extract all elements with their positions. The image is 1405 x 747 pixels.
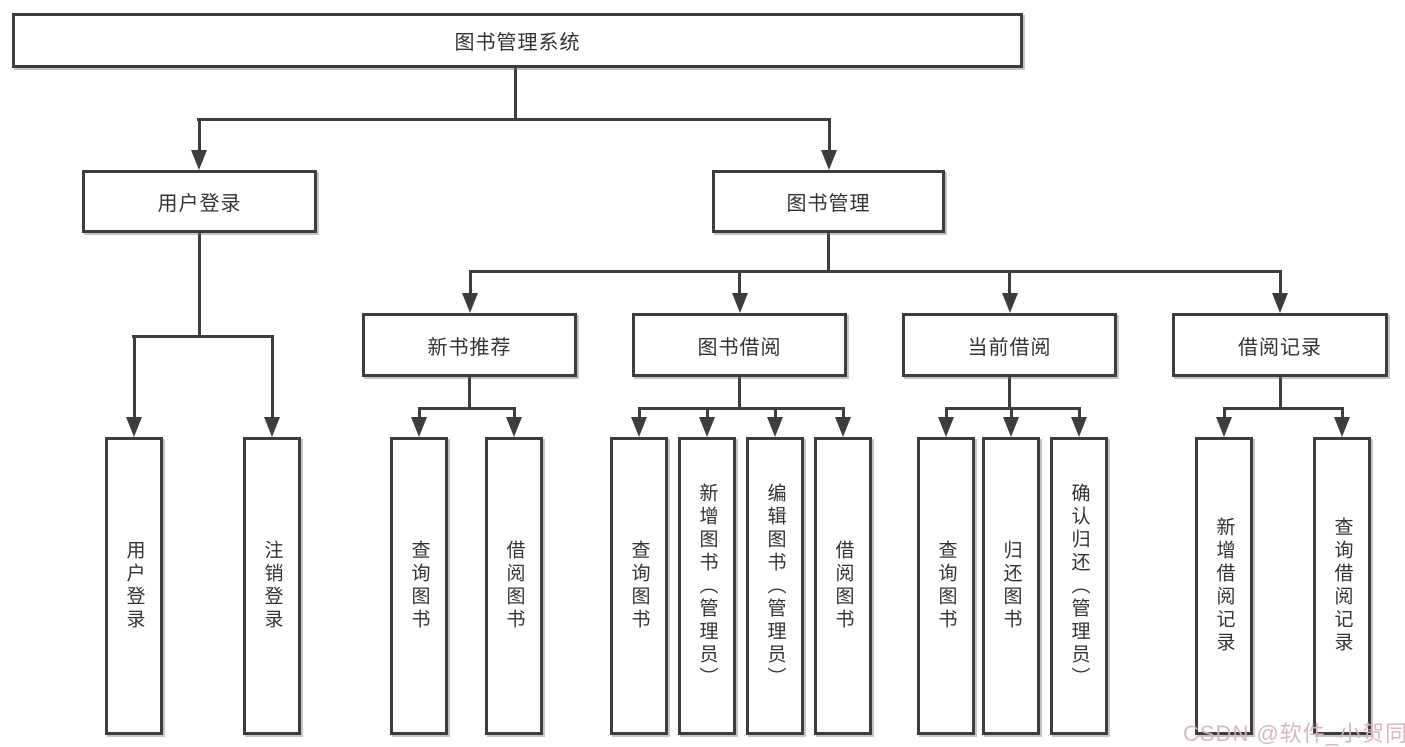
connector-to-br-add xyxy=(1223,407,1226,421)
arrow-down-icon xyxy=(835,417,851,437)
connector-to-cb-query xyxy=(945,407,948,421)
node-current-borrowing: 当前借阅 xyxy=(902,313,1117,377)
connector-to-bb-query xyxy=(638,407,641,421)
leaf-borrowing-borrow-books: 借阅图书 xyxy=(814,437,872,735)
connector-br-drop xyxy=(1279,377,1282,407)
connector-bookmgmt-bar xyxy=(469,270,1282,273)
arrow-down-icon xyxy=(1003,417,1019,437)
arrow-down-icon xyxy=(821,150,837,170)
leaf-newbook-borrow-books: 借阅图书 xyxy=(485,437,543,735)
connector-nbr-bar xyxy=(418,407,516,410)
node-library-management-system: 图书管理系统 xyxy=(12,13,1023,68)
leaf-logout: 注销登录 xyxy=(243,437,301,735)
arrow-down-icon xyxy=(1071,417,1087,437)
connector-cb-drop xyxy=(1008,377,1011,407)
node-user-login: 用户登录 xyxy=(82,170,317,233)
connector-nbr-drop xyxy=(468,377,471,407)
csdn-watermark: CSDN @软件_小贺同学 xyxy=(1183,721,1405,746)
leaf-current-confirm-return-admin: 确认归还（管理员） xyxy=(1050,437,1108,735)
arrow-down-icon xyxy=(767,417,783,437)
arrow-down-icon xyxy=(631,417,647,437)
arrow-down-icon xyxy=(1216,417,1232,437)
arrow-down-icon xyxy=(506,417,522,437)
leaf-borrowing-query-books: 查询图书 xyxy=(610,437,668,735)
node-book-management: 图书管理 xyxy=(712,170,945,233)
connector-root-drop xyxy=(514,68,517,118)
arrow-down-icon xyxy=(264,417,280,437)
connector-to-book-borrowing xyxy=(738,270,741,295)
leaf-borrowing-edit-books-admin: 编辑图书（管理员） xyxy=(746,437,804,735)
leaf-user-login: 用户登录 xyxy=(105,437,163,735)
connector-to-leaf-user-login xyxy=(133,335,136,419)
arrow-down-icon xyxy=(732,293,748,313)
arrow-down-icon xyxy=(191,150,207,170)
connector-br-bar xyxy=(1223,407,1344,410)
connector-bb-bar xyxy=(638,407,845,410)
connector-userlogin-bar xyxy=(132,335,274,338)
leaf-current-return-books: 归还图书 xyxy=(982,437,1040,735)
leaf-newbook-query-books: 查询图书 xyxy=(390,437,448,735)
connector-to-new-book-recommend xyxy=(469,270,472,295)
connector-to-nbr-query xyxy=(418,407,421,421)
leaf-records-add-record: 新增借阅记录 xyxy=(1195,437,1253,735)
node-book-borrowing: 图书借阅 xyxy=(632,313,847,377)
connector-to-bb-add xyxy=(706,407,709,421)
connector-to-cb-return xyxy=(1010,407,1013,421)
connector-to-current-borrowing xyxy=(1008,270,1011,295)
leaf-current-query-books: 查询图书 xyxy=(917,437,975,735)
connector-to-user-login xyxy=(198,118,201,152)
connector-to-bb-borrow xyxy=(842,407,845,421)
connector-to-nbr-borrow xyxy=(513,407,516,421)
connector-to-cb-confirm xyxy=(1078,407,1081,421)
node-new-book-recommend: 新书推荐 xyxy=(362,313,577,377)
arrow-down-icon xyxy=(1002,293,1018,313)
arrow-down-icon xyxy=(1272,293,1288,313)
connector-userlogin-drop xyxy=(198,233,201,335)
connector-to-bb-edit xyxy=(774,407,777,421)
connector-cb-bar xyxy=(945,407,1081,410)
arrow-down-icon xyxy=(938,417,954,437)
arrow-down-icon xyxy=(699,417,715,437)
connector-bookmgmt-drop xyxy=(827,233,830,270)
connector-to-borrowing-records xyxy=(1279,270,1282,295)
leaf-records-query-record: 查询借阅记录 xyxy=(1313,437,1371,735)
connector-root-bar xyxy=(197,118,831,121)
connector-bb-drop xyxy=(738,377,741,407)
node-borrowing-records: 借阅记录 xyxy=(1172,313,1388,377)
arrow-down-icon xyxy=(411,417,427,437)
arrow-down-icon xyxy=(126,417,142,437)
connector-to-book-management xyxy=(828,118,831,152)
arrow-down-icon xyxy=(1334,417,1350,437)
arrow-down-icon xyxy=(462,293,478,313)
connector-to-br-query xyxy=(1341,407,1344,421)
connector-to-leaf-logout xyxy=(271,335,274,419)
leaf-borrowing-add-books-admin: 新增图书（管理员） xyxy=(678,437,736,735)
